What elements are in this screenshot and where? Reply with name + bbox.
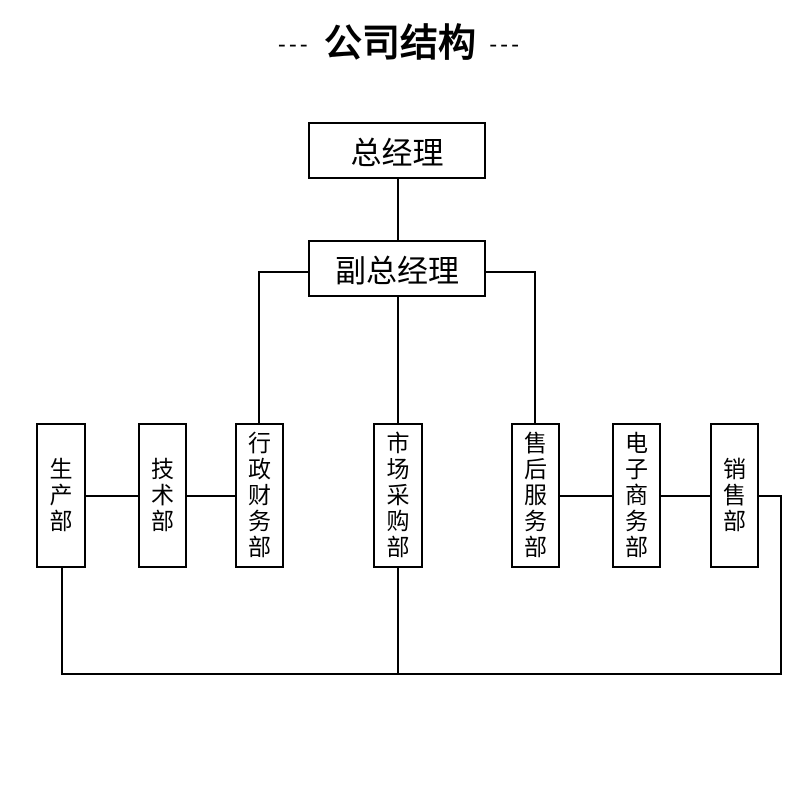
department-label-sales: 销售部 <box>723 456 746 535</box>
department-label-market-procurement: 市场采购部 <box>386 430 410 561</box>
department-label-technology: 技术部 <box>151 456 174 535</box>
department-box-ecommerce: 电子商务部 <box>612 423 661 568</box>
department-label-ecommerce: 电子商务部 <box>625 430 648 561</box>
department-label-admin-finance: 行政财务部 <box>248 430 271 561</box>
title-dashes-left: --- <box>277 32 311 58</box>
page-title: --- 公司结构 --- <box>0 18 800 71</box>
department-label-after-sales: 售后服务部 <box>524 430 547 561</box>
general-manager-box: 总经理 <box>308 122 486 179</box>
department-box-after-sales: 售后服务部 <box>511 423 560 568</box>
deputy-general-manager-box: 副总经理 <box>308 240 486 297</box>
department-box-admin-finance: 行政财务部 <box>235 423 284 568</box>
deputy-general-manager-label: 副总经理 <box>335 254 459 290</box>
title-dashes-right: --- <box>489 32 523 58</box>
page-title-text: 公司结构 <box>323 21 476 65</box>
department-label-production: 生产部 <box>49 456 73 535</box>
department-box-production: 生产部 <box>36 423 86 568</box>
department-box-technology: 技术部 <box>138 423 187 568</box>
connector-deputy-to-admin-finance <box>258 271 308 423</box>
general-manager-label: 总经理 <box>350 136 444 172</box>
connector-deputy-to-after-sales <box>486 271 536 423</box>
department-box-sales: 销售部 <box>710 423 759 568</box>
connector-bottom-loop <box>61 495 782 675</box>
department-box-market-procurement: 市场采购部 <box>373 423 423 568</box>
